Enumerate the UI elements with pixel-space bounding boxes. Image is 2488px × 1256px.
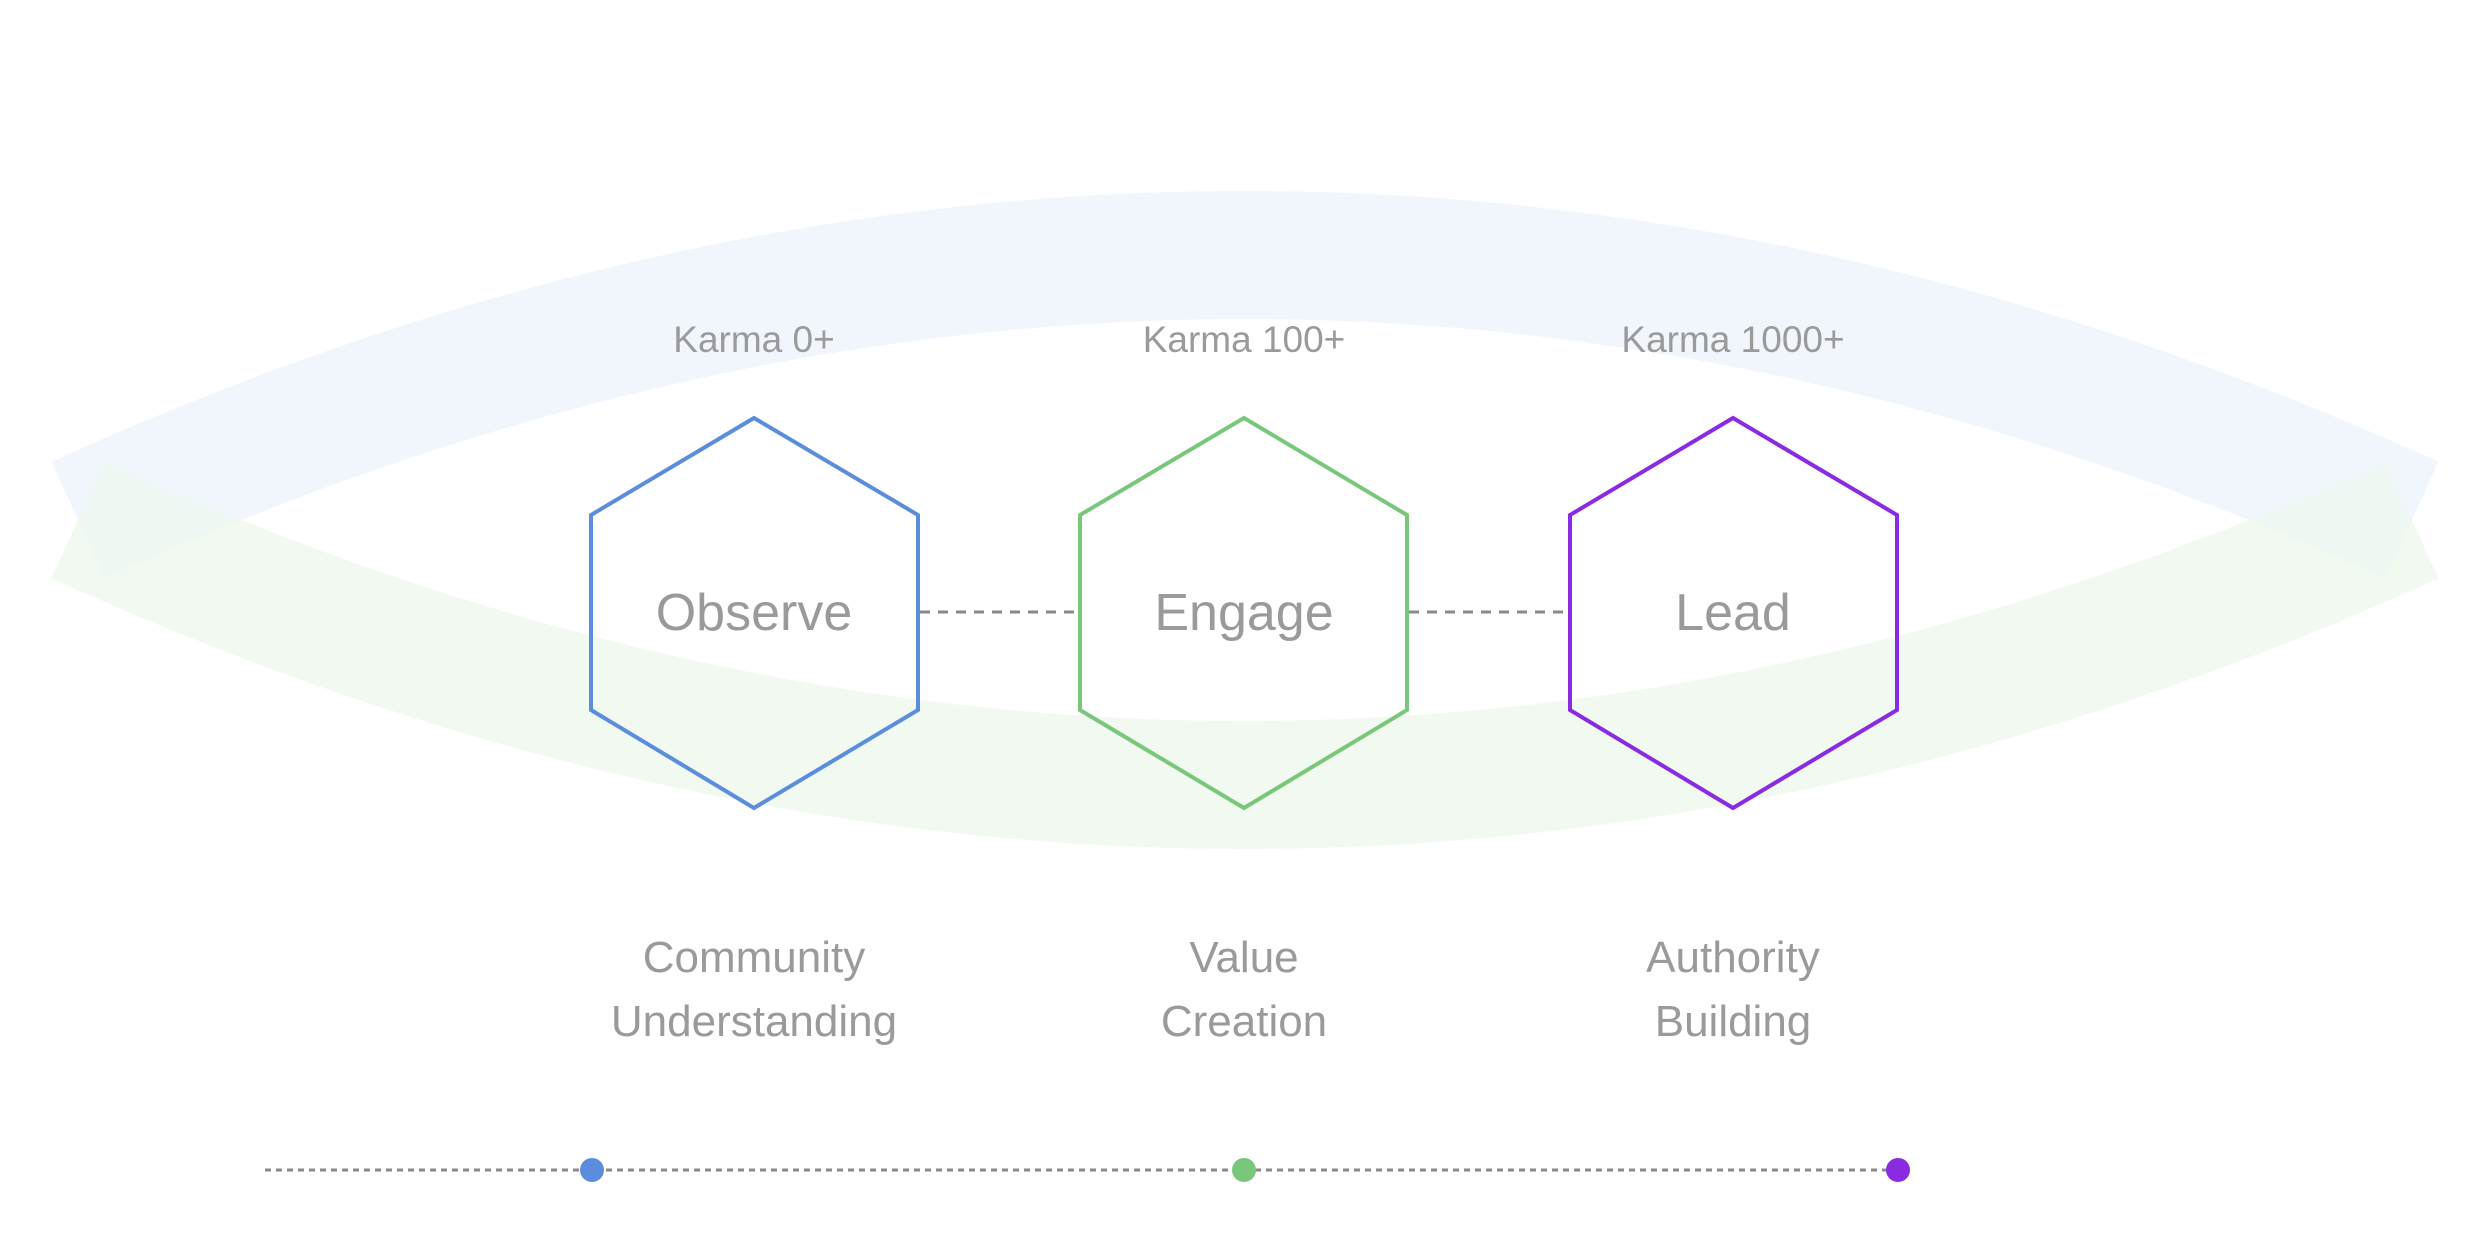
stage-desc-lead-line2: Building <box>1655 997 1812 1046</box>
karma-label-engage: Karma 100+ <box>1143 319 1346 360</box>
hexagon-observe <box>589 415 920 811</box>
timeline-dot-observe <box>580 1158 604 1182</box>
stage-desc-lead-line1: Authority <box>1646 933 1820 982</box>
timeline-dot-engage <box>1232 1158 1256 1182</box>
stage-desc-engage-line2: Creation <box>1161 997 1327 1046</box>
stage-name-lead: Lead <box>1675 584 1791 642</box>
timeline-dot-lead <box>1886 1158 1910 1182</box>
stage-name-observe: Observe <box>656 584 853 642</box>
stage-desc-observe-line2: Understanding <box>611 997 897 1046</box>
hexagon-lead <box>1568 415 1899 811</box>
stage-name-engage: Engage <box>1154 584 1333 642</box>
hexagon-engage <box>1078 415 1409 811</box>
stage-desc-engage-line1: Value <box>1189 933 1298 982</box>
upper-arc-band <box>51 191 2439 579</box>
lower-arc-band <box>51 461 2439 849</box>
stage-desc-observe-line1: Community <box>643 933 866 982</box>
karma-label-lead: Karma 1000+ <box>1621 319 1844 360</box>
karma-label-observe: Karma 0+ <box>673 319 834 360</box>
